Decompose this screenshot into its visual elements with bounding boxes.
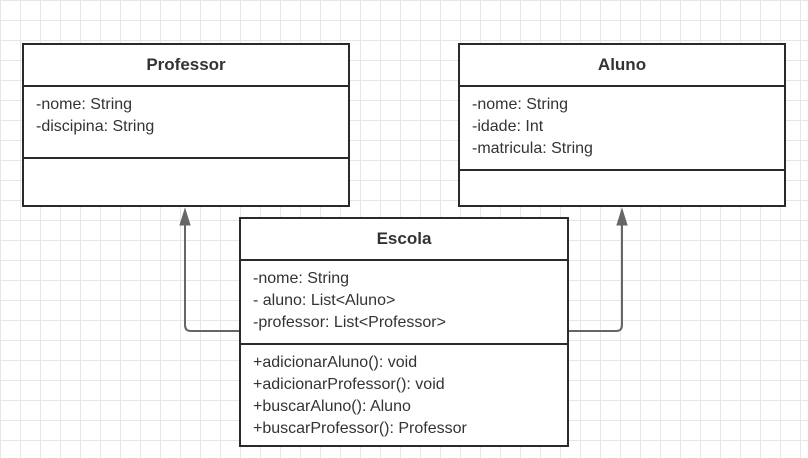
class-aluno-name: Aluno [460, 45, 784, 87]
arrowhead-aluno-icon [616, 207, 628, 226]
class-escola-name: Escola [241, 219, 567, 261]
class-escola-method: +buscarAluno(): Aluno [253, 398, 411, 415]
arrowhead-professor-icon [179, 207, 191, 226]
class-aluno[interactable]: Aluno -nome: String -idade: Int -matricu… [458, 43, 786, 207]
class-aluno-attribute: -nome: String [472, 96, 569, 113]
class-escola-attributes: -nome: String - aluno: List<Aluno> -prof… [241, 261, 567, 345]
class-aluno-attribute: -idade: Int [472, 118, 544, 135]
class-escola-methods: +adicionarAluno(): void +adicionarProfes… [241, 345, 567, 440]
connector-escola-to-aluno [569, 225, 623, 332]
class-aluno-methods [460, 171, 784, 178]
class-professor-attribute: -discipina: String [36, 118, 155, 135]
class-aluno-attributes: -nome: String -idade: Int -matricula: St… [460, 87, 784, 171]
class-escola-method: +adicionarProfessor(): void [253, 376, 445, 393]
class-professor-attribute: -nome: String [36, 96, 133, 113]
class-aluno-attribute: -matricula: String [472, 140, 593, 157]
class-professor[interactable]: Professor -nome: String -discipina: Stri… [22, 43, 350, 207]
class-escola-method: +adicionarAluno(): void [253, 354, 418, 371]
class-escola-method: +buscarProfessor(): Professor [253, 420, 467, 437]
class-professor-name: Professor [24, 45, 348, 87]
class-professor-attributes: -nome: String -discipina: String [24, 87, 348, 159]
class-professor-methods [24, 159, 348, 166]
class-escola-attribute: - aluno: List<Aluno> [253, 292, 396, 309]
class-escola-attribute: -professor: List<Professor> [253, 314, 446, 331]
class-escola[interactable]: Escola -nome: String - aluno: List<Aluno… [239, 217, 569, 447]
class-escola-attribute: -nome: String [253, 270, 350, 287]
connector-escola-to-professor [184, 225, 239, 332]
